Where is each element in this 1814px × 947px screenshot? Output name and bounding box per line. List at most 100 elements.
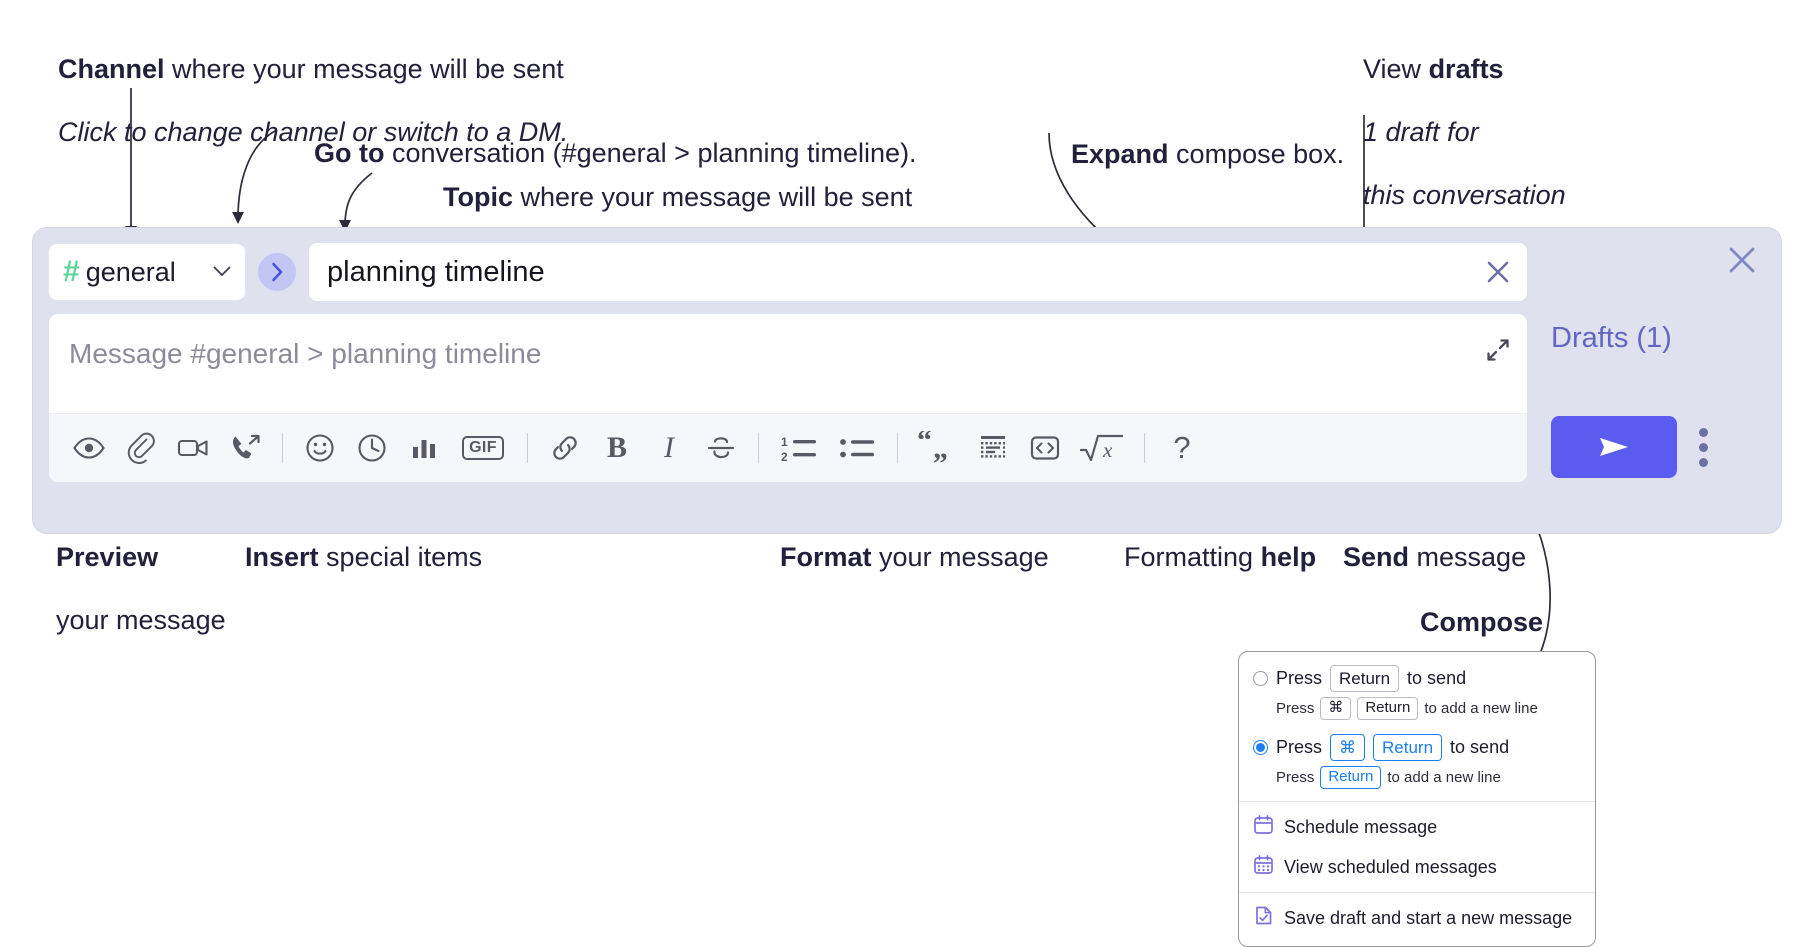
message-placeholder: Message #general > planning timeline bbox=[69, 338, 542, 369]
goto-conversation-button[interactable] bbox=[258, 253, 296, 291]
code-block-icon[interactable] bbox=[967, 422, 1019, 474]
annotation-topic: Topic where your message will be sent bbox=[413, 150, 912, 245]
sub-post: to add a new line bbox=[1424, 700, 1538, 718]
strikethrough-icon[interactable] bbox=[695, 422, 747, 474]
link-icon[interactable] bbox=[539, 422, 591, 474]
radio-selected-icon[interactable] bbox=[1253, 740, 1268, 756]
annotation-insert: Insert special items bbox=[215, 510, 482, 605]
menu-schedule-group: Schedule message View scheduled messages bbox=[1239, 802, 1595, 892]
send-option-cmd-return[interactable]: Press ⌘ Return to send bbox=[1239, 732, 1595, 763]
save-draft-icon bbox=[1253, 905, 1274, 931]
menu-divider bbox=[1239, 892, 1595, 893]
send-option-return[interactable]: Press Return to send bbox=[1239, 663, 1595, 694]
menu-item-label: Save draft and start a new message bbox=[1284, 907, 1573, 928]
send-option-return-pre: Press bbox=[1276, 668, 1323, 689]
menu-item-save-draft[interactable]: Save draft and start a new message bbox=[1239, 898, 1595, 938]
menu-item-view-scheduled[interactable]: View scheduled messages bbox=[1239, 847, 1595, 887]
key-command: ⌘ bbox=[1320, 697, 1352, 720]
bulleted-list-icon[interactable] bbox=[828, 422, 886, 474]
send-button[interactable] bbox=[1551, 416, 1677, 478]
annotation-preview-line2: your message bbox=[56, 604, 226, 635]
math-icon[interactable]: x bbox=[1071, 422, 1133, 474]
drafts-link[interactable]: Drafts (1) bbox=[1551, 322, 1672, 354]
key-return: Return bbox=[1373, 734, 1443, 762]
annotation-help-bold: help bbox=[1260, 541, 1317, 572]
annotation-goto: Go to conversation (#general > planning … bbox=[284, 106, 917, 201]
bold-icon[interactable]: B bbox=[606, 431, 627, 464]
annotation-channel-rest: where your message will be sent bbox=[164, 53, 564, 84]
annotation-channel-italic: Click to change channel or switch to a D… bbox=[58, 116, 569, 147]
kebab-dot bbox=[1699, 443, 1708, 452]
annotation-preview: Preview your message bbox=[26, 510, 226, 668]
calendar-schedule-icon bbox=[1253, 814, 1274, 840]
annotation-topic-rest: where your message will be sent bbox=[513, 181, 913, 212]
emoji-icon[interactable] bbox=[294, 422, 346, 474]
toolbar-separator bbox=[897, 433, 898, 463]
blockquote-icon[interactable]: “„ bbox=[909, 422, 967, 474]
annotation-topic-bold: Topic bbox=[443, 181, 514, 212]
annotation-drafts-bold: drafts bbox=[1428, 53, 1504, 84]
sub-pre: Press bbox=[1276, 769, 1315, 787]
key-return: Return bbox=[1357, 697, 1419, 720]
compose-options-button[interactable] bbox=[1699, 428, 1708, 467]
compose-options-menu: Press Return to send Press ⌘ Return to a… bbox=[1238, 651, 1596, 947]
close-icon[interactable] bbox=[1483, 257, 1513, 287]
annotation-insert-rest: special items bbox=[318, 541, 483, 572]
close-icon[interactable] bbox=[1725, 243, 1759, 282]
preview-icon[interactable] bbox=[63, 422, 115, 474]
annotation-insert-bold: Insert bbox=[245, 541, 319, 572]
annotation-drafts-pre: View bbox=[1363, 53, 1429, 84]
annotation-compose-options-line1: Compose bbox=[1420, 606, 1544, 637]
chevron-down-icon bbox=[213, 262, 231, 282]
annotation-send: Send message bbox=[1313, 510, 1526, 605]
poll-icon[interactable] bbox=[398, 422, 450, 474]
menu-item-label: Schedule message bbox=[1284, 816, 1438, 837]
topic-input[interactable]: planning timeline bbox=[308, 242, 1528, 302]
message-composer: Message #general > planning timeline bbox=[48, 313, 1528, 483]
channel-selector-button[interactable]: # general bbox=[48, 243, 246, 301]
sub-post: to add a new line bbox=[1387, 769, 1501, 787]
calendar-grid-icon bbox=[1253, 854, 1274, 880]
menu-item-label: View scheduled messages bbox=[1284, 856, 1497, 877]
svg-text:„: „ bbox=[933, 432, 948, 465]
italic-icon[interactable]: I bbox=[664, 431, 674, 464]
video-icon[interactable] bbox=[167, 422, 219, 474]
key-return: Return bbox=[1330, 665, 1400, 693]
annotation-send-rest: message bbox=[1409, 541, 1527, 572]
gif-icon[interactable]: GIF bbox=[450, 422, 516, 474]
code-icon[interactable] bbox=[1019, 422, 1071, 474]
annotation-drafts-line3: this conversation bbox=[1363, 179, 1566, 210]
compose-panel: # general planning timeline bbox=[33, 228, 1781, 533]
annotation-preview-bold: Preview bbox=[56, 541, 159, 572]
annotation-channel-bold: Channel bbox=[58, 53, 165, 84]
message-input[interactable]: Message #general > planning timeline bbox=[49, 314, 1527, 413]
menu-item-schedule-message[interactable]: Schedule message bbox=[1239, 807, 1595, 847]
annotation-channel: Channel where your message will be sent … bbox=[28, 22, 568, 180]
key-return: Return bbox=[1320, 766, 1382, 789]
kebab-dot bbox=[1699, 428, 1708, 437]
compose-header-row: # general planning timeline bbox=[48, 242, 1528, 302]
toolbar-separator bbox=[527, 433, 528, 463]
help-icon[interactable]: ? bbox=[1173, 430, 1191, 465]
hash-icon: # bbox=[63, 255, 80, 288]
annotation-send-bold: Send bbox=[1343, 541, 1410, 572]
expand-icon[interactable] bbox=[1484, 336, 1512, 369]
toolbar-separator bbox=[1144, 433, 1145, 463]
sub-pre: Press bbox=[1276, 700, 1315, 718]
compose-right-rail: Drafts (1) bbox=[1529, 228, 1781, 533]
annotation-expand: Expand compose box. bbox=[1041, 107, 1344, 202]
annotation-formatting-help: Formatting help bbox=[1094, 510, 1316, 605]
annotation-goto-rest: conversation (#general > planning timeli… bbox=[384, 137, 917, 168]
radio-unselected-icon[interactable] bbox=[1253, 671, 1268, 687]
annotation-format-rest: your message bbox=[871, 541, 1049, 572]
audio-call-icon[interactable] bbox=[219, 422, 271, 474]
attachment-icon[interactable] bbox=[115, 422, 167, 474]
annotation-goto-bold: Go to bbox=[314, 137, 385, 168]
send-option-cmd-pre: Press bbox=[1276, 737, 1323, 758]
svg-text:“: “ bbox=[917, 431, 932, 457]
clock-icon[interactable] bbox=[346, 422, 398, 474]
send-option-cmd-post: to send bbox=[1450, 737, 1510, 758]
svg-text:1: 1 bbox=[781, 435, 788, 449]
